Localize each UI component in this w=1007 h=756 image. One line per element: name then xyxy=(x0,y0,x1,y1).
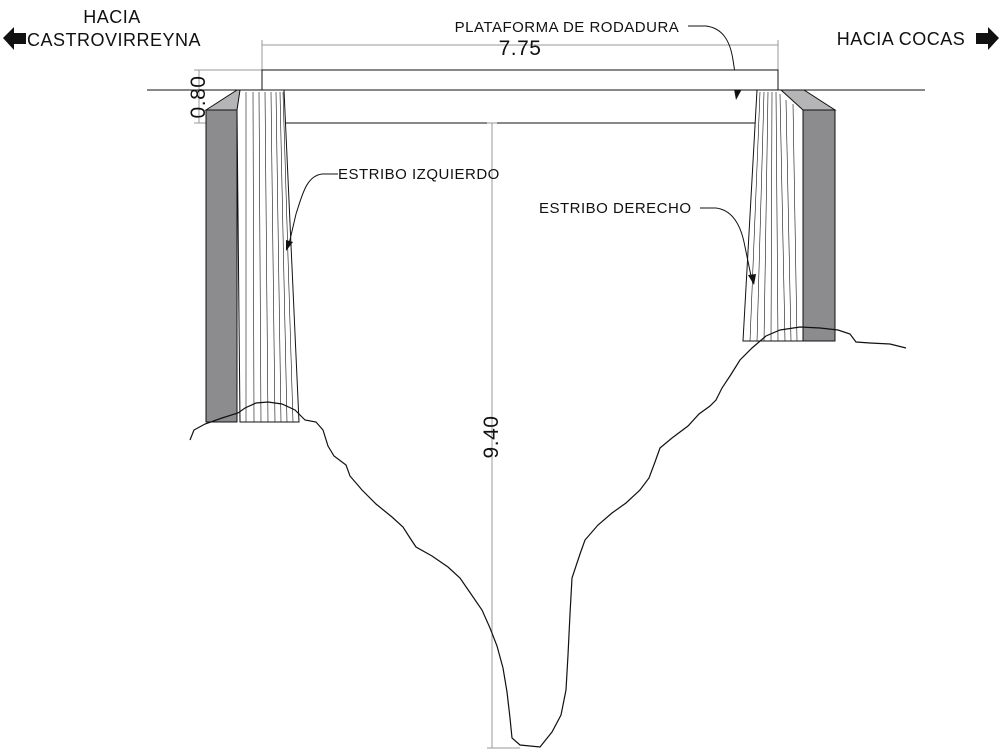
platform-label: PLATAFORMA DE RODADURA xyxy=(455,19,680,36)
left-abutment-hatching xyxy=(245,91,294,423)
left-direction-line2: CASTROVIRREYNA xyxy=(27,30,201,50)
deck-lower-beam xyxy=(261,89,782,124)
span-dimension-value: 7.75 xyxy=(499,37,542,60)
right-abutment-leader-line xyxy=(700,207,752,277)
right-abutment-face xyxy=(742,89,804,342)
left-abutment-label: ESTRIBO IZQUIERDO xyxy=(338,166,500,183)
terrain-profile-line xyxy=(189,326,907,748)
left-abutment xyxy=(204,89,300,423)
left-abutment-leader-arrowhead xyxy=(286,240,293,251)
right-abutment-hatching xyxy=(749,91,798,342)
arrow-right-icon xyxy=(976,27,999,50)
right-abutment-leader-arrowhead xyxy=(748,274,756,285)
deck-dimension-value: 0.80 xyxy=(187,76,210,119)
arrow-left-icon xyxy=(3,27,26,50)
left-abutment-back-wall xyxy=(205,109,238,423)
right-abutment xyxy=(742,89,837,342)
right-abutment-label: ESTRIBO DERECHO xyxy=(539,200,692,217)
left-abutment-face xyxy=(236,89,300,423)
left-direction-line1: HACIA xyxy=(83,7,141,27)
right-abutment-back-wall xyxy=(802,109,836,342)
platform-leader-arrowhead xyxy=(734,89,742,100)
right-direction-label: HACIA COCAS xyxy=(837,29,966,49)
left-abutment-leader-line xyxy=(288,173,338,245)
platform-leader-line xyxy=(688,25,739,93)
deck-upper-slab xyxy=(261,69,779,91)
height-dimension-value: 9.40 xyxy=(480,416,503,459)
